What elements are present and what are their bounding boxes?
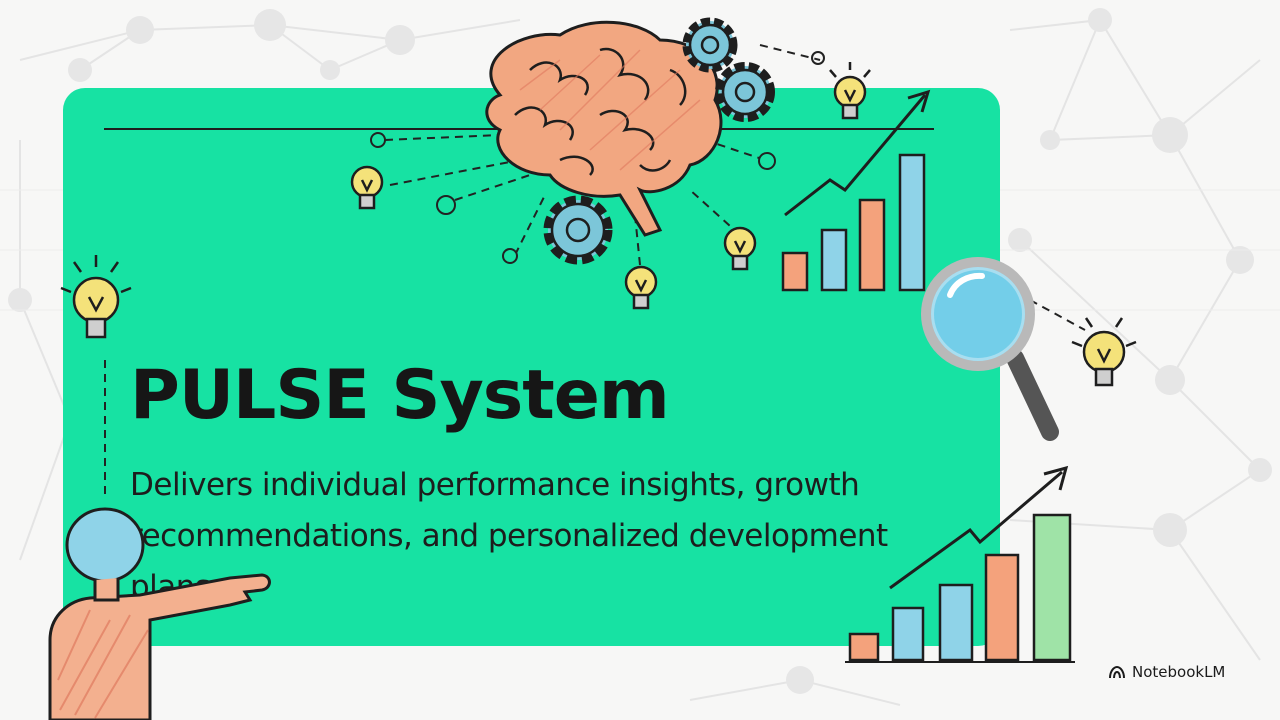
title-card [63,88,1000,646]
slide-subtitle: Delivers individual performance insights… [130,467,888,605]
brand-name: NotebookLM [1132,663,1226,681]
brand-watermark: NotebookLM [1108,661,1225,683]
notebooklm-logo-icon [1109,665,1125,679]
slide-title: PULSE System [130,356,670,435]
